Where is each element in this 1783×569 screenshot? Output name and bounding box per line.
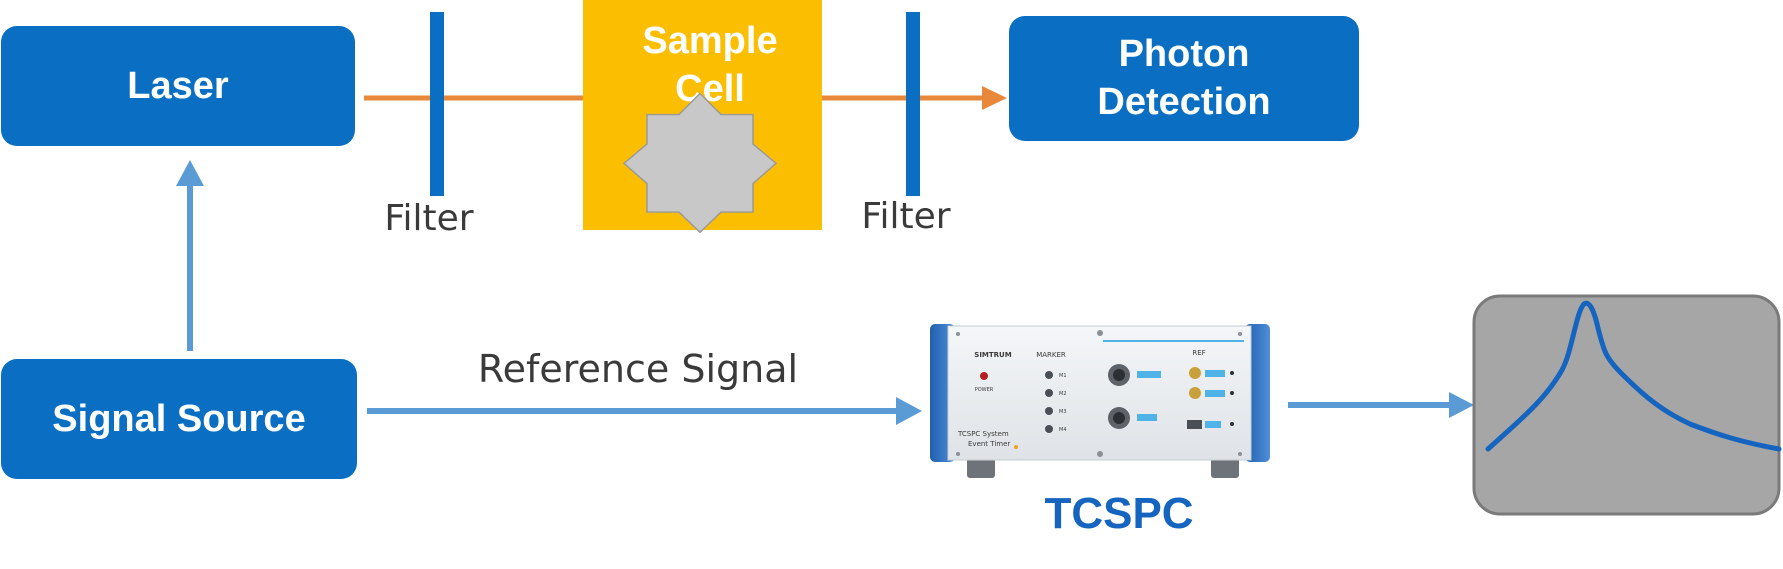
output-arrowhead: [1449, 392, 1474, 418]
output-arrow: [1288, 392, 1474, 418]
ref-label: REF: [1192, 349, 1205, 357]
svg-text:M3: M3: [1059, 409, 1067, 415]
photon-detection-label-line2: Detection: [1097, 81, 1270, 123]
marker-port-1: M1: [1045, 371, 1067, 379]
photon-detection-box: Photon Detection: [1009, 16, 1359, 141]
decay-curve: [1485, 300, 1782, 452]
svg-text:M2: M2: [1059, 391, 1067, 397]
marker-label: MARKER: [1036, 351, 1066, 359]
sample-star-icon: [622, 92, 778, 234]
device-brand: SIMTRUM: [974, 351, 1011, 359]
device-model-line2: Event Timer: [968, 440, 1010, 448]
sma-connector-1: [1189, 367, 1234, 379]
power-label: POWER: [975, 387, 994, 393]
filter-left-label: Filter: [384, 198, 473, 239]
bnc-connector-top: [1108, 364, 1161, 386]
signal-source-box: Signal Source: [1, 359, 357, 479]
sample-cell-label-line1: Sample: [642, 20, 777, 62]
svg-text:M4: M4: [1059, 427, 1067, 433]
signal-source-label: Signal Source: [52, 398, 305, 440]
optical-beam: [364, 86, 1007, 110]
marker-port-2: M2: [1045, 389, 1067, 397]
beam-arrowhead: [982, 86, 1007, 110]
histogram-display: [1472, 294, 1782, 516]
photon-detection-label-line1: Photon: [1119, 33, 1250, 75]
sample-cell: Sample Cell: [583, 0, 822, 234]
laser-label: Laser: [127, 65, 229, 107]
trigger-arrowhead: [176, 160, 204, 186]
status-led: [1014, 445, 1018, 449]
device-foot-right: [1211, 458, 1239, 478]
tcspc-label: TCSPC: [1044, 489, 1193, 538]
trigger-arrow: [176, 160, 204, 351]
device-model-line1: TCSPC System: [957, 430, 1009, 438]
device-foot-left: [967, 458, 995, 478]
svg-text:M1: M1: [1059, 373, 1067, 379]
reference-signal-arrowhead: [896, 397, 922, 425]
reference-signal-label: Reference Signal: [478, 347, 798, 391]
display-screen: [1472, 294, 1781, 516]
marker-port-4: M4: [1045, 425, 1067, 433]
tcspc-device: SIMTRUM POWER MARKER M1 M2 M3 M4: [930, 324, 1270, 538]
filter-left-bar: [430, 12, 444, 196]
bnc-connector-bottom: [1108, 407, 1157, 429]
sma-connector-2: [1189, 387, 1234, 399]
marker-port-3: M3: [1045, 407, 1067, 415]
laser-box: Laser: [1, 26, 355, 146]
filter-right-bar: [906, 12, 920, 196]
power-led: [980, 372, 988, 380]
filter-left: Filter: [384, 12, 474, 239]
usb-port: [1187, 420, 1234, 429]
reference-signal-arrow: Reference Signal: [367, 347, 922, 425]
filter-right-label: Filter: [861, 196, 950, 237]
filter-right: Filter: [861, 12, 951, 237]
